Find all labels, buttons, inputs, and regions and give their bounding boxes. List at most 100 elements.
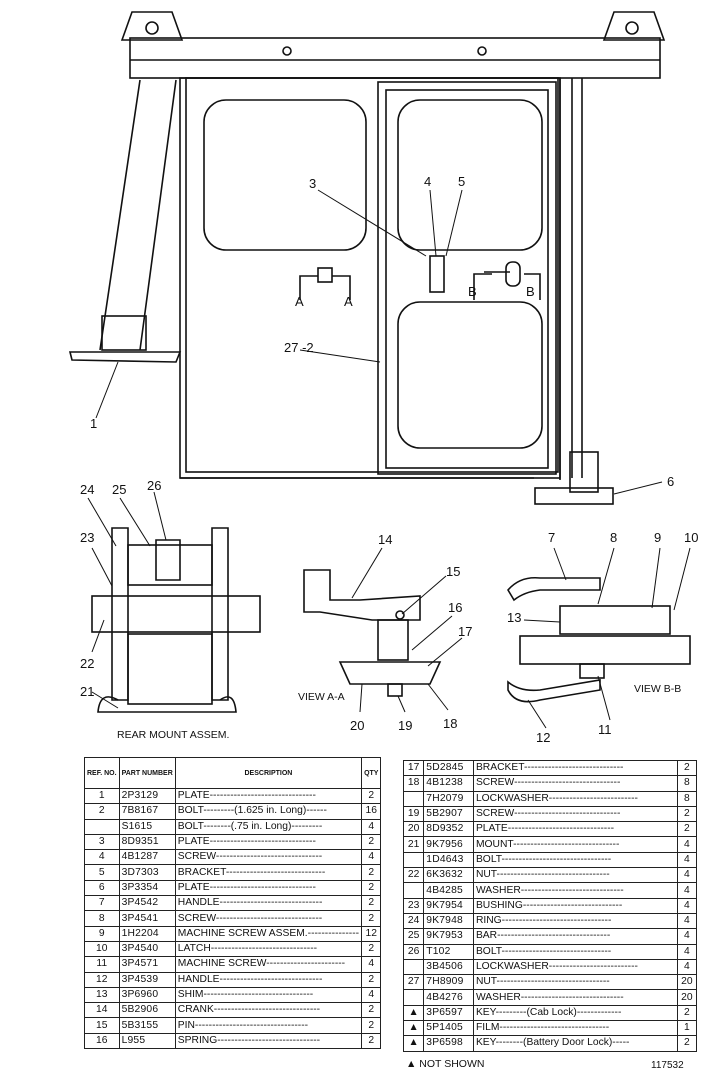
view-aa-caption: VIEW A-A: [298, 691, 345, 703]
quantity-cell: 2: [361, 1002, 382, 1019]
quantity-cell: 8: [676, 775, 698, 792]
ref-cell: 26: [402, 943, 425, 960]
part-number-cell: 4B1238: [423, 775, 474, 792]
callout-4: 4: [424, 174, 431, 189]
description-cell: SCREW-------------------------------: [472, 775, 678, 792]
part-number-cell: 9K7956: [423, 836, 474, 853]
description-cell: PLATE-------------------------------: [174, 833, 363, 851]
ref-cell: 9: [84, 925, 120, 942]
ref-cell: 5: [84, 864, 120, 881]
quantity-cell: 1: [676, 1020, 698, 1037]
description-cell: LOCKWASHER--------------------------: [472, 958, 678, 976]
callout-8: 8: [610, 530, 617, 545]
part-number-cell: 3D7303: [118, 864, 176, 881]
quantity-cell: 20: [676, 989, 698, 1006]
description-cell: MACHINE SCREW-----------------------: [174, 956, 363, 973]
callout-11: 11: [598, 722, 612, 737]
callout-22: 22: [80, 656, 94, 671]
quantity-cell: 4: [676, 851, 698, 869]
callout-26: 26: [147, 478, 161, 493]
part-number-cell: 3B4506: [423, 958, 474, 976]
part-number-cell: 8D9351: [118, 833, 176, 851]
callout-25: 25: [112, 482, 126, 497]
ref-cell: 16: [84, 1032, 120, 1050]
callout-17: 17: [458, 624, 472, 639]
part-number-cell: 3P4571: [118, 956, 176, 973]
ref-cell: 20: [402, 821, 425, 838]
ref-cell: ▲: [402, 1020, 425, 1037]
callout-1: 1: [90, 416, 97, 431]
quantity-cell: 4: [676, 897, 698, 914]
part-number-cell: 6K3632: [423, 867, 474, 884]
description-cell: WASHER------------------------------: [472, 989, 678, 1006]
ref-cell: [402, 851, 425, 869]
callout-3: 3: [309, 176, 316, 191]
description-cell: NUT---------------------------------: [472, 974, 678, 991]
callout-7: 7: [548, 530, 555, 545]
description-cell: KEY--------(Battery Door Lock)-----: [472, 1035, 678, 1052]
part-number-cell: 7B8167: [118, 803, 176, 820]
part-number-cell: 3P4542: [118, 895, 176, 912]
not-shown-note: ▲ NOT SHOWN: [406, 1058, 485, 1070]
ref-cell: 4: [84, 849, 120, 866]
part-number-cell: 3P4539: [118, 971, 176, 988]
part-number-cell: 5B2906: [118, 1002, 176, 1019]
drawing-number: 117532: [651, 1060, 684, 1071]
part-number-cell: 3P4540: [118, 940, 176, 958]
ref-cell: 12: [84, 971, 120, 988]
part-number-cell: 9K7953: [423, 928, 474, 945]
part-number-cell: 3P6960: [118, 986, 176, 1004]
callout-23: 23: [80, 530, 94, 545]
callout-24: 24: [80, 482, 94, 497]
description-cell: MACHINE SCREW ASSEM.---------------: [174, 925, 363, 942]
callout-14: 14: [378, 532, 392, 547]
quantity-cell: 8: [676, 790, 698, 807]
part-number-cell: 4B4276: [423, 989, 474, 1006]
part-number-cell: 9K7948: [423, 912, 474, 930]
ref-cell: [402, 882, 425, 899]
quantity-cell: 16: [361, 803, 382, 820]
ref-cell: [84, 818, 120, 835]
description-cell: KEY---------(Cab Lock)-------------: [472, 1004, 678, 1022]
description-cell: RING--------------------------------: [472, 912, 678, 930]
quantity-cell: 2: [676, 759, 698, 777]
part-number-cell: 5B3155: [118, 1017, 176, 1034]
description-cell: PLATE-------------------------------: [174, 879, 363, 897]
ref-cell: 23: [402, 897, 425, 914]
col-qty-header: QTY: [361, 757, 382, 789]
quantity-cell: 2: [361, 1032, 382, 1050]
ref-cell: 10: [84, 940, 120, 958]
description-cell: CRANK-------------------------------: [174, 1002, 363, 1019]
callout-15: 15: [446, 564, 460, 579]
part-number-cell: T102: [423, 943, 474, 960]
view-bb-caption: VIEW B-B: [634, 683, 681, 695]
ref-cell: 1: [84, 787, 120, 805]
description-cell: BOLT--------------------------------: [472, 943, 678, 960]
description-cell: BOLT--------------------------------: [472, 851, 678, 869]
ref-cell: 15: [84, 1017, 120, 1034]
description-cell: LATCH-------------------------------: [174, 940, 363, 958]
description-cell: BRACKET-----------------------------: [174, 864, 363, 881]
description-cell: SHIM--------------------------------: [174, 986, 363, 1004]
